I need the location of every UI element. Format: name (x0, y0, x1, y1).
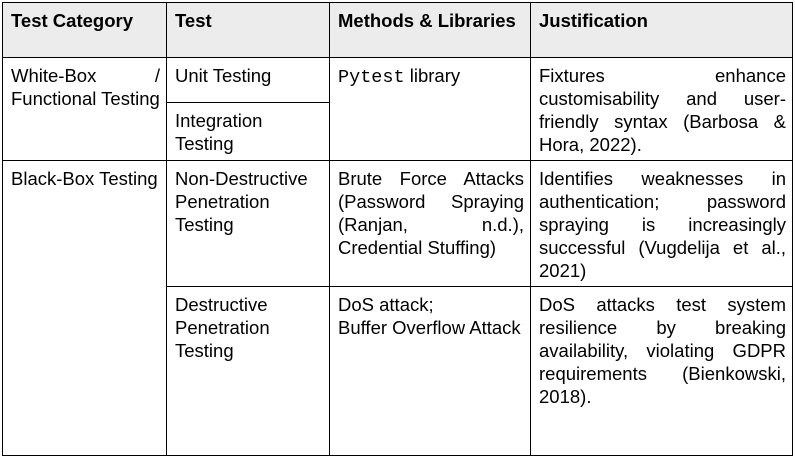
table-row: White-Box / Functional Testing Unit Test… (2, 57, 793, 161)
method-buffer-overflow: Buffer Overflow Attack (338, 317, 521, 338)
test-destructive: Destructive Penetration Testing (166, 286, 330, 456)
category-white-box: White-Box / Functional Testing (2, 57, 167, 161)
method-pytest: Pytest library (329, 57, 531, 161)
test-non-destructive: Non-Destructive Penetration Testing (166, 160, 330, 287)
table-row: Black-Box Testing Non-Destructive Penetr… (2, 160, 793, 456)
category-black-box: Black-Box Testing (2, 160, 167, 456)
pytest-library-name: Pytest (338, 67, 405, 88)
header-methods-libraries: Methods & Libraries (329, 2, 531, 58)
test-integration-testing: Integration Testing (166, 101, 330, 162)
method-pytest-suffix: library (404, 65, 461, 86)
header-test: Test (166, 2, 330, 58)
header-row: Test Category Test Methods & Libraries J… (2, 2, 793, 58)
test-unit-testing: Unit Testing (166, 57, 330, 103)
table-row: Integration Testing (3, 101, 793, 162)
header-justification: Justification (530, 2, 793, 58)
method-destructive: DoS attack; Buffer Overflow Attack (329, 286, 531, 456)
method-brute-force: Brute Force Attacks (Password Spraying (… (329, 160, 531, 287)
table-row: Destructive Penetration Testing DoS atta… (3, 286, 793, 456)
header-test-category: Test Category (2, 2, 167, 58)
justification-destructive: DoS attacks test system resilience by br… (530, 286, 793, 456)
method-dos: DoS attack; (338, 294, 434, 315)
justification-non-destructive: Identifies weaknesses in authentication;… (530, 160, 793, 287)
justification-white-box: Fixtures enhance customisability and use… (530, 57, 793, 161)
